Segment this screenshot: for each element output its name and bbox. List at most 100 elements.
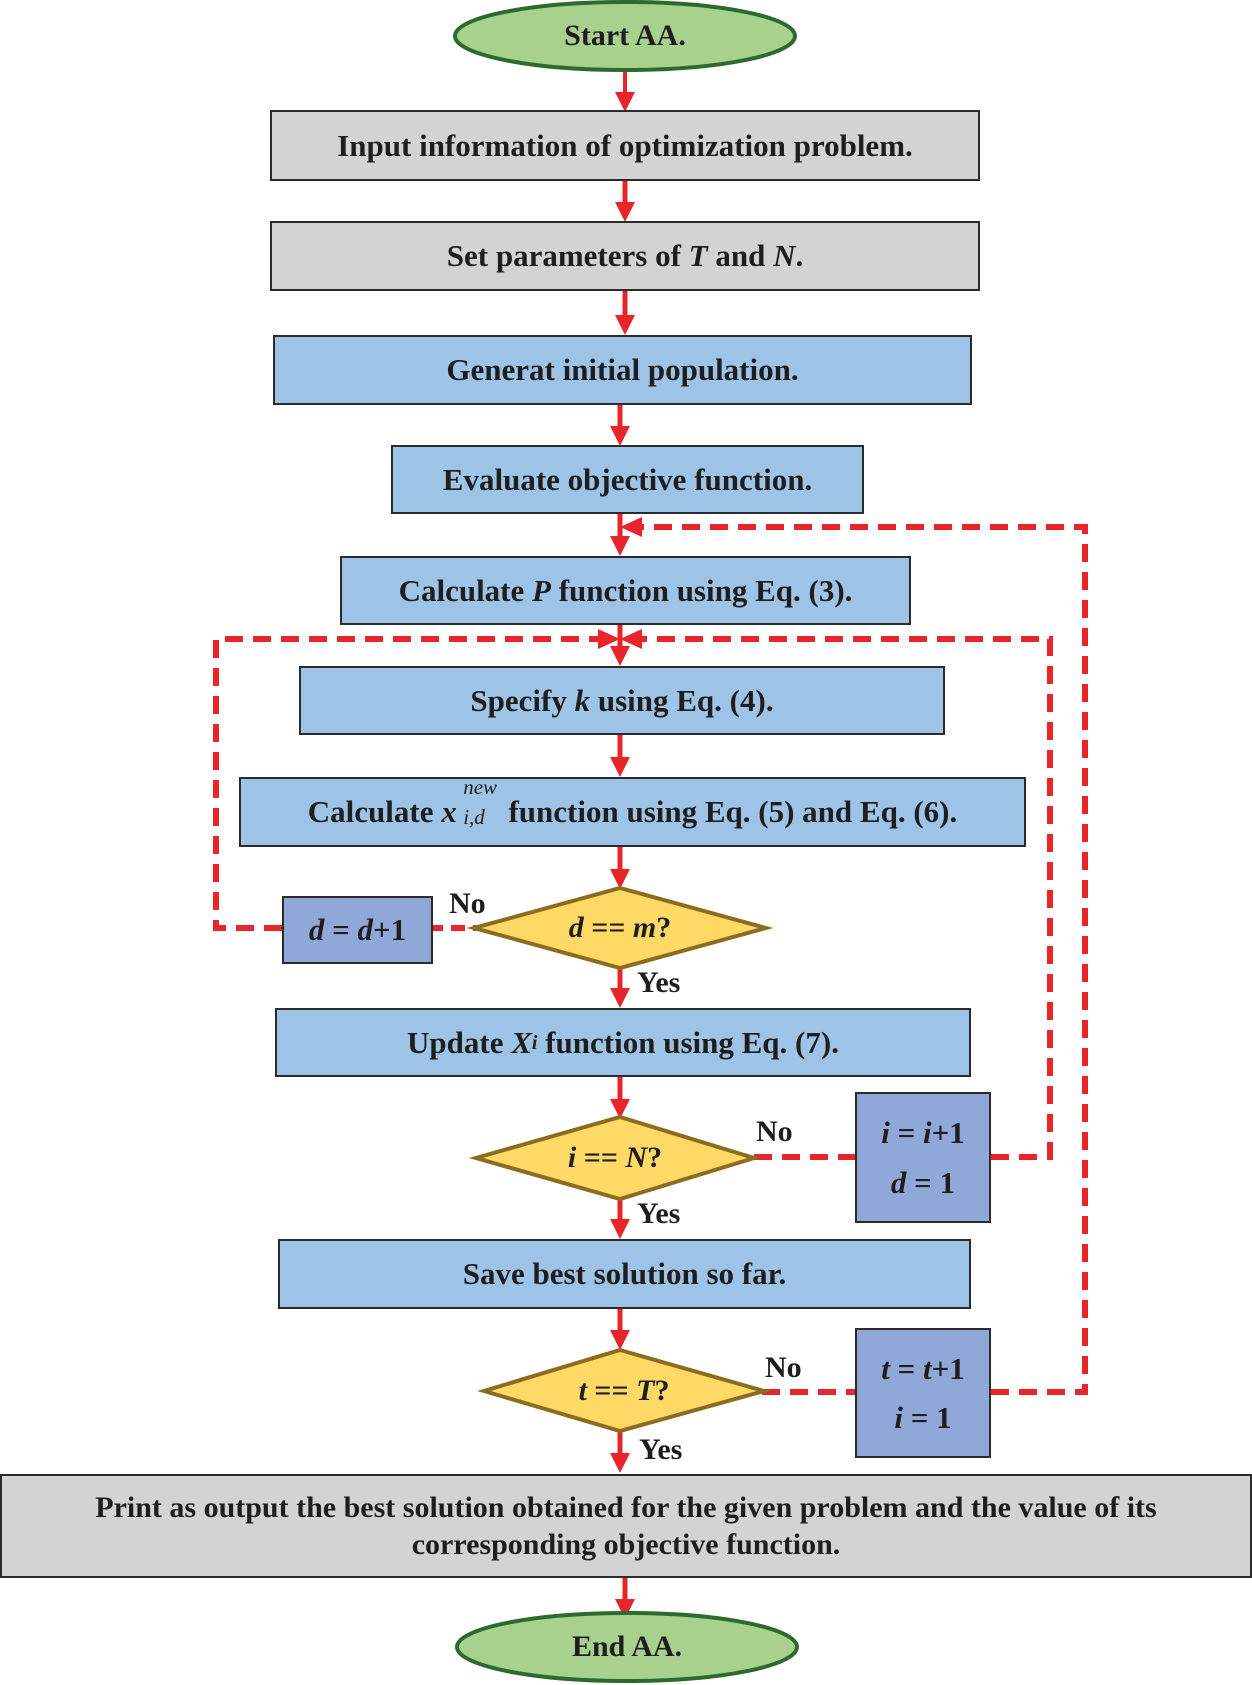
dec-i-eq: == [576,1141,626,1174]
decision-d-label: d == m? [474,898,766,958]
calc-x-sub: i,d [463,805,485,830]
i-inc-v1: i [881,1115,890,1151]
decision-i-yes-label: Yes [637,1197,681,1230]
calc-p-pre: Calculate [398,572,533,608]
i-inc-line1: i = i+1 [881,1114,965,1151]
dec-d-v2: m [632,911,657,944]
i-inc-post: +1 [931,1115,965,1151]
decision-t-yes-label: Yes [639,1433,683,1466]
set-params-post: . [795,238,804,274]
dec-t-eq: == [586,1374,637,1407]
arrow-save-dect-head [610,1330,630,1350]
arrow-update-deci-head [610,1099,630,1119]
decision-d-shape [466,885,774,971]
arrow-deci-save-head [610,1219,630,1239]
d-inc-v1: d [308,912,325,948]
t-inc-line2: i = 1 [894,1399,951,1436]
decision-t-no-label: No [765,1351,802,1384]
i-reset-var: d [890,1164,907,1200]
d-increment-box: d = d+1 [282,896,433,964]
arrow-calcx-decd-head [610,869,630,889]
input-info-box: Input information of optimization proble… [270,110,980,181]
calculate-p-box: Calculate P function using Eq. (3). [340,556,911,625]
arrow-generate-evaluate-head [610,426,630,446]
i-inc-eq: = [889,1115,923,1151]
decision-i-label: i == N? [476,1128,754,1188]
arrow-specify-calcx-head [610,757,630,777]
dec-d-eq: == [583,911,633,944]
arrow-input-set-head [615,202,635,222]
t-inc-v2: t [923,1350,932,1386]
arrow-set-generate-head [615,315,635,335]
print-output-box: Print as output the best solution obtain… [0,1474,1252,1578]
i-reset-post: = 1 [906,1164,956,1200]
arrow-evaluate-calcp-head [610,536,630,556]
calc-x-sup: new [463,775,498,800]
d-inc-v2: d [357,912,374,948]
calc-p-var: P [532,572,551,608]
dec-i-v1: i [567,1141,577,1174]
decision-t-shape [476,1347,772,1434]
arrow-start-input-head [615,92,635,112]
decision-i-no-label: No [756,1115,793,1148]
t-inc-eq: = [889,1350,923,1386]
calc-x-pre: Calculate [307,794,442,830]
update-x-sub: i [531,1031,538,1054]
set-params-var-n: N [773,238,796,274]
dec-d-post: ? [656,911,672,944]
d-inc-eq: = [324,912,358,948]
specify-k-post: using Eq. (4). [590,682,774,718]
decision-d-no-label: No [449,887,486,920]
dash-tbox-loop [640,524,1088,1395]
t-inc-v1: t [881,1350,890,1386]
start-label: Start AA. [564,19,686,52]
dec-i-v2: N [625,1141,648,1174]
t-inc-line1: t = t+1 [881,1350,965,1387]
save-best-box: Save best solution so far. [278,1239,971,1309]
dash-i-loop-head [620,629,642,649]
end-terminal [455,1611,799,1683]
decision-d-yes-label: Yes [637,966,681,999]
t-reset-var: i [894,1400,903,1435]
set-params-box: Set parameters of T and N. [270,221,980,291]
decision-t-label: t == T? [484,1361,764,1421]
d-inc-post: +1 [373,912,407,948]
dec-t-v1: t [578,1374,587,1407]
set-params-var-t: T [688,238,708,274]
dash-d-loop-head [598,629,620,649]
arrow-calcp-specify-head [610,646,630,666]
dec-t-v2: T [636,1374,655,1407]
t-inc-post: +1 [931,1350,965,1386]
update-x-post: function using Eq. (7). [537,1024,839,1060]
specify-k-pre: Specify [470,682,575,718]
decision-i-shape [468,1114,761,1202]
set-params-mid: and [707,238,774,274]
i-inc-line2: d = 1 [891,1164,955,1201]
dec-d-v1: d [568,911,584,944]
set-params-pre: Set parameters of [446,238,689,274]
update-x-pre: Update [407,1024,512,1060]
start-terminal [453,0,797,72]
specify-k-var: k [574,682,591,718]
t-reset-post: = 1 [902,1400,952,1435]
specify-k-box: Specify k using Eq. (4). [299,666,945,735]
dash-t-loop-head [620,517,642,537]
generate-population-box: Generat initial population. [273,335,972,405]
i-inc-v2: i [923,1115,932,1151]
arrow-decd-update-head [610,988,630,1008]
i-increment-box: i = i+1 d = 1 [855,1092,991,1223]
dec-t-post: ? [654,1374,670,1407]
end-label: End AA. [571,1630,683,1663]
d-increment-line: d = d+1 [309,911,406,948]
dash-dbox-loop [213,636,598,931]
t-increment-box: t = t+1 i = 1 [855,1328,991,1458]
calc-p-post: function using Eq. (3). [550,572,853,608]
arrow-dect-print-head [610,1453,630,1473]
update-x-var: X [511,1024,532,1060]
calc-x-var: x [441,794,457,830]
dec-i-post: ? [647,1141,663,1174]
